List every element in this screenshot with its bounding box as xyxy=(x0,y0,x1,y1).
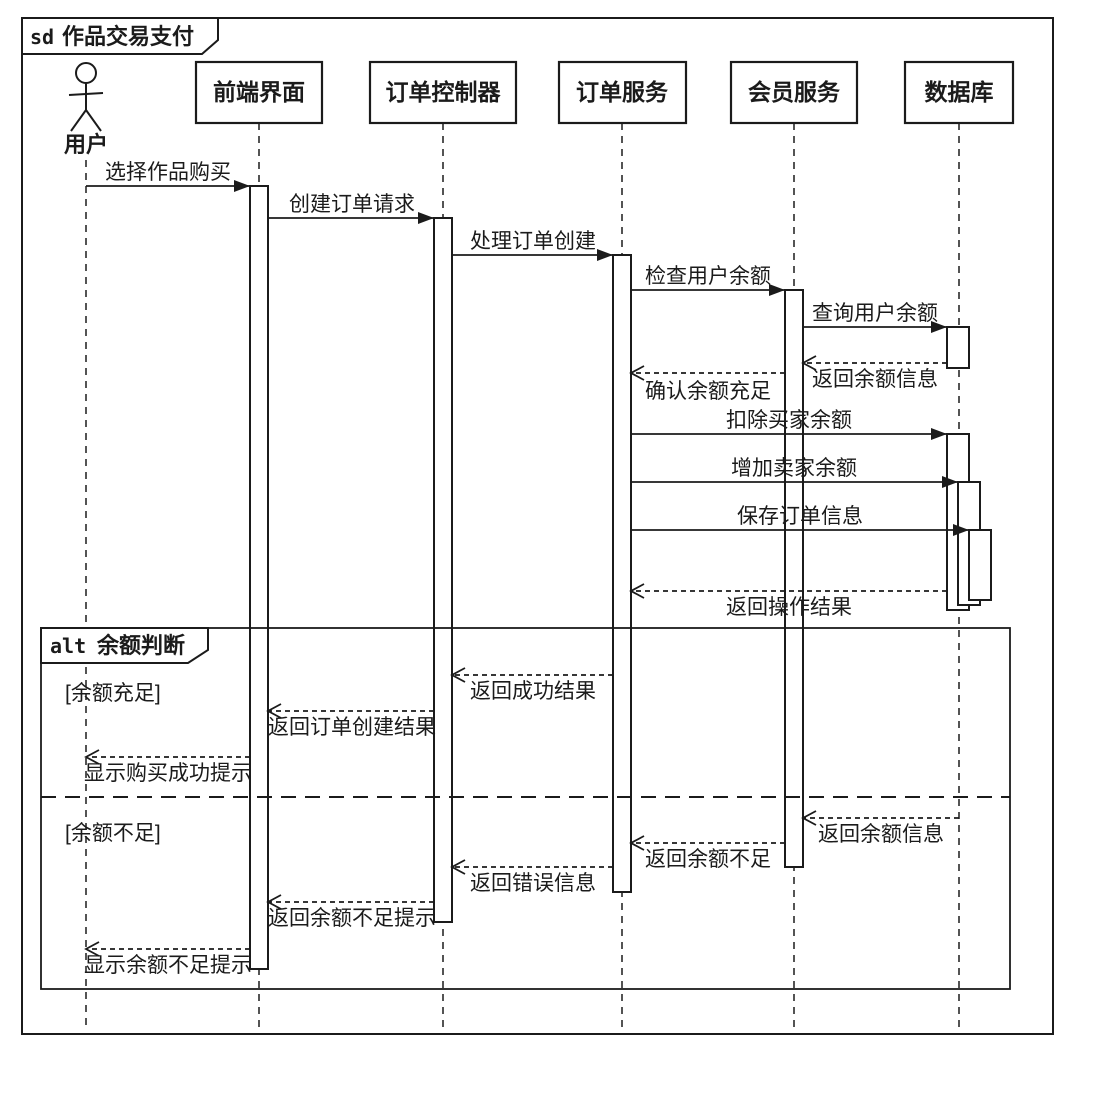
arrowhead-open xyxy=(450,667,466,683)
activation-member-service xyxy=(784,289,804,868)
message-label: 查询用户余额 xyxy=(812,302,938,325)
actor-icon xyxy=(70,109,87,132)
participant-box xyxy=(729,60,859,125)
message-label: 检查用户余额 xyxy=(645,265,771,288)
arrowhead-open xyxy=(801,810,817,826)
message-label: 返回成功结果 xyxy=(470,680,596,703)
participant-label: 数据库 xyxy=(925,79,994,105)
actor-icon xyxy=(85,109,102,132)
activation-frontend xyxy=(249,185,269,970)
actor-icon xyxy=(68,92,104,96)
message-12: 返回订单创建结果 xyxy=(266,703,436,739)
frame-title-tab: sd 作品交易支付 xyxy=(21,17,219,55)
participant-box xyxy=(557,60,688,125)
message-11: 返回成功结果 xyxy=(450,667,613,703)
arrowhead-open xyxy=(84,749,100,765)
message-18: 显示余额不足提示 xyxy=(84,941,252,977)
message-16: 返回错误信息 xyxy=(450,859,613,895)
arrowhead xyxy=(418,212,434,224)
arrowhead-open xyxy=(266,703,282,719)
alt-keyword: alt xyxy=(50,634,86,658)
message-8: 增加卖家余额 xyxy=(631,457,958,488)
message-4: 查询用户余额 xyxy=(803,302,947,333)
alt-fragment-tab: alt 余额判断 xyxy=(40,627,209,664)
message-label: 选择作品购买 xyxy=(105,161,231,184)
message-label: 确认余额充足 xyxy=(645,380,771,403)
participant-label: 前端界面 xyxy=(213,79,305,105)
participant-frontend: 前端界面 xyxy=(194,60,324,125)
message-label: 返回操作结果 xyxy=(726,596,852,619)
activation-order-service xyxy=(612,254,632,893)
participant-label: 用户 xyxy=(64,132,108,157)
participant-box xyxy=(903,60,1015,125)
message-label: 返回余额不足 xyxy=(645,848,771,871)
participant-box xyxy=(368,60,518,125)
message-2: 处理订单创建 xyxy=(452,230,613,261)
participant-label: 订单控制器 xyxy=(386,79,502,105)
participant-label: 会员服务 xyxy=(748,79,841,105)
message-7: 扣除买家余额 xyxy=(631,409,947,440)
message-10: 返回操作结果 xyxy=(629,583,947,619)
message-label: 返回余额信息 xyxy=(818,823,944,846)
message-label: 显示购买成功提示 xyxy=(84,762,252,785)
arrowhead-open xyxy=(629,583,645,599)
arrowhead-open xyxy=(450,859,466,875)
message-label: 保存订单信息 xyxy=(737,505,863,528)
message-label: 返回余额不足提示 xyxy=(268,907,436,930)
title-tab-shape xyxy=(21,17,219,55)
message-label: 创建订单请求 xyxy=(289,193,415,216)
message-label: 返回错误信息 xyxy=(470,872,596,895)
message-6: 确认余额充足 xyxy=(629,365,785,403)
arrowhead xyxy=(234,180,250,192)
arrowhead-open xyxy=(266,894,282,910)
message-15: 返回余额不足 xyxy=(629,835,785,871)
arrowhead xyxy=(597,249,613,261)
message-14: 返回余额信息 xyxy=(801,810,959,846)
message-label: 扣除买家余额 xyxy=(726,409,852,432)
activation-database-query xyxy=(946,326,970,369)
activation-order-controller xyxy=(433,217,453,923)
message-17: 返回余额不足提示 xyxy=(266,894,436,930)
participant-member-service: 会员服务 xyxy=(729,60,859,125)
participant-box xyxy=(194,60,324,125)
message-label: 显示余额不足提示 xyxy=(84,954,252,977)
arrowhead-open xyxy=(629,365,645,381)
message-label: 增加卖家余额 xyxy=(731,457,857,480)
message-1: 创建订单请求 xyxy=(268,193,434,224)
message-label: 返回订单创建结果 xyxy=(268,716,436,739)
actor-icon xyxy=(75,62,97,84)
message-13: 显示购买成功提示 xyxy=(84,749,252,785)
message-3: 检查用户余额 xyxy=(631,265,785,296)
participant-database: 数据库 xyxy=(903,60,1015,125)
arrowhead-open xyxy=(84,941,100,957)
participant-user: 用户 xyxy=(64,62,108,157)
alt-title: 余额判断 xyxy=(96,633,185,658)
arrowhead xyxy=(953,524,969,536)
alt-fragment-border xyxy=(40,627,1011,990)
message-5: 返回余额信息 xyxy=(801,355,947,391)
arrowhead xyxy=(931,321,947,333)
alt-tab-shape xyxy=(40,627,209,664)
arrowhead xyxy=(931,428,947,440)
alt-guard-sufficient: [余额充足] xyxy=(65,682,161,705)
alt-guard-insufficient: [余额不足] xyxy=(65,822,161,845)
arrowhead-open xyxy=(629,835,645,851)
frame-title: 作品交易支付 xyxy=(62,24,194,49)
message-0: 选择作品购买 xyxy=(86,161,250,192)
arrowhead xyxy=(769,284,785,296)
diagram-frame-border xyxy=(21,17,1054,1035)
participant-order-controller: 订单控制器 xyxy=(368,60,518,125)
activation-database-save xyxy=(968,529,992,601)
message-label: 处理订单创建 xyxy=(470,230,596,253)
arrowhead-open xyxy=(801,355,817,371)
message-9: 保存订单信息 xyxy=(631,505,969,536)
arrowhead xyxy=(942,476,958,488)
participant-order-service: 订单服务 xyxy=(557,60,688,125)
participant-label: 订单服务 xyxy=(576,79,669,105)
frame-keyword: sd xyxy=(30,25,54,49)
message-label: 返回余额信息 xyxy=(812,368,938,391)
